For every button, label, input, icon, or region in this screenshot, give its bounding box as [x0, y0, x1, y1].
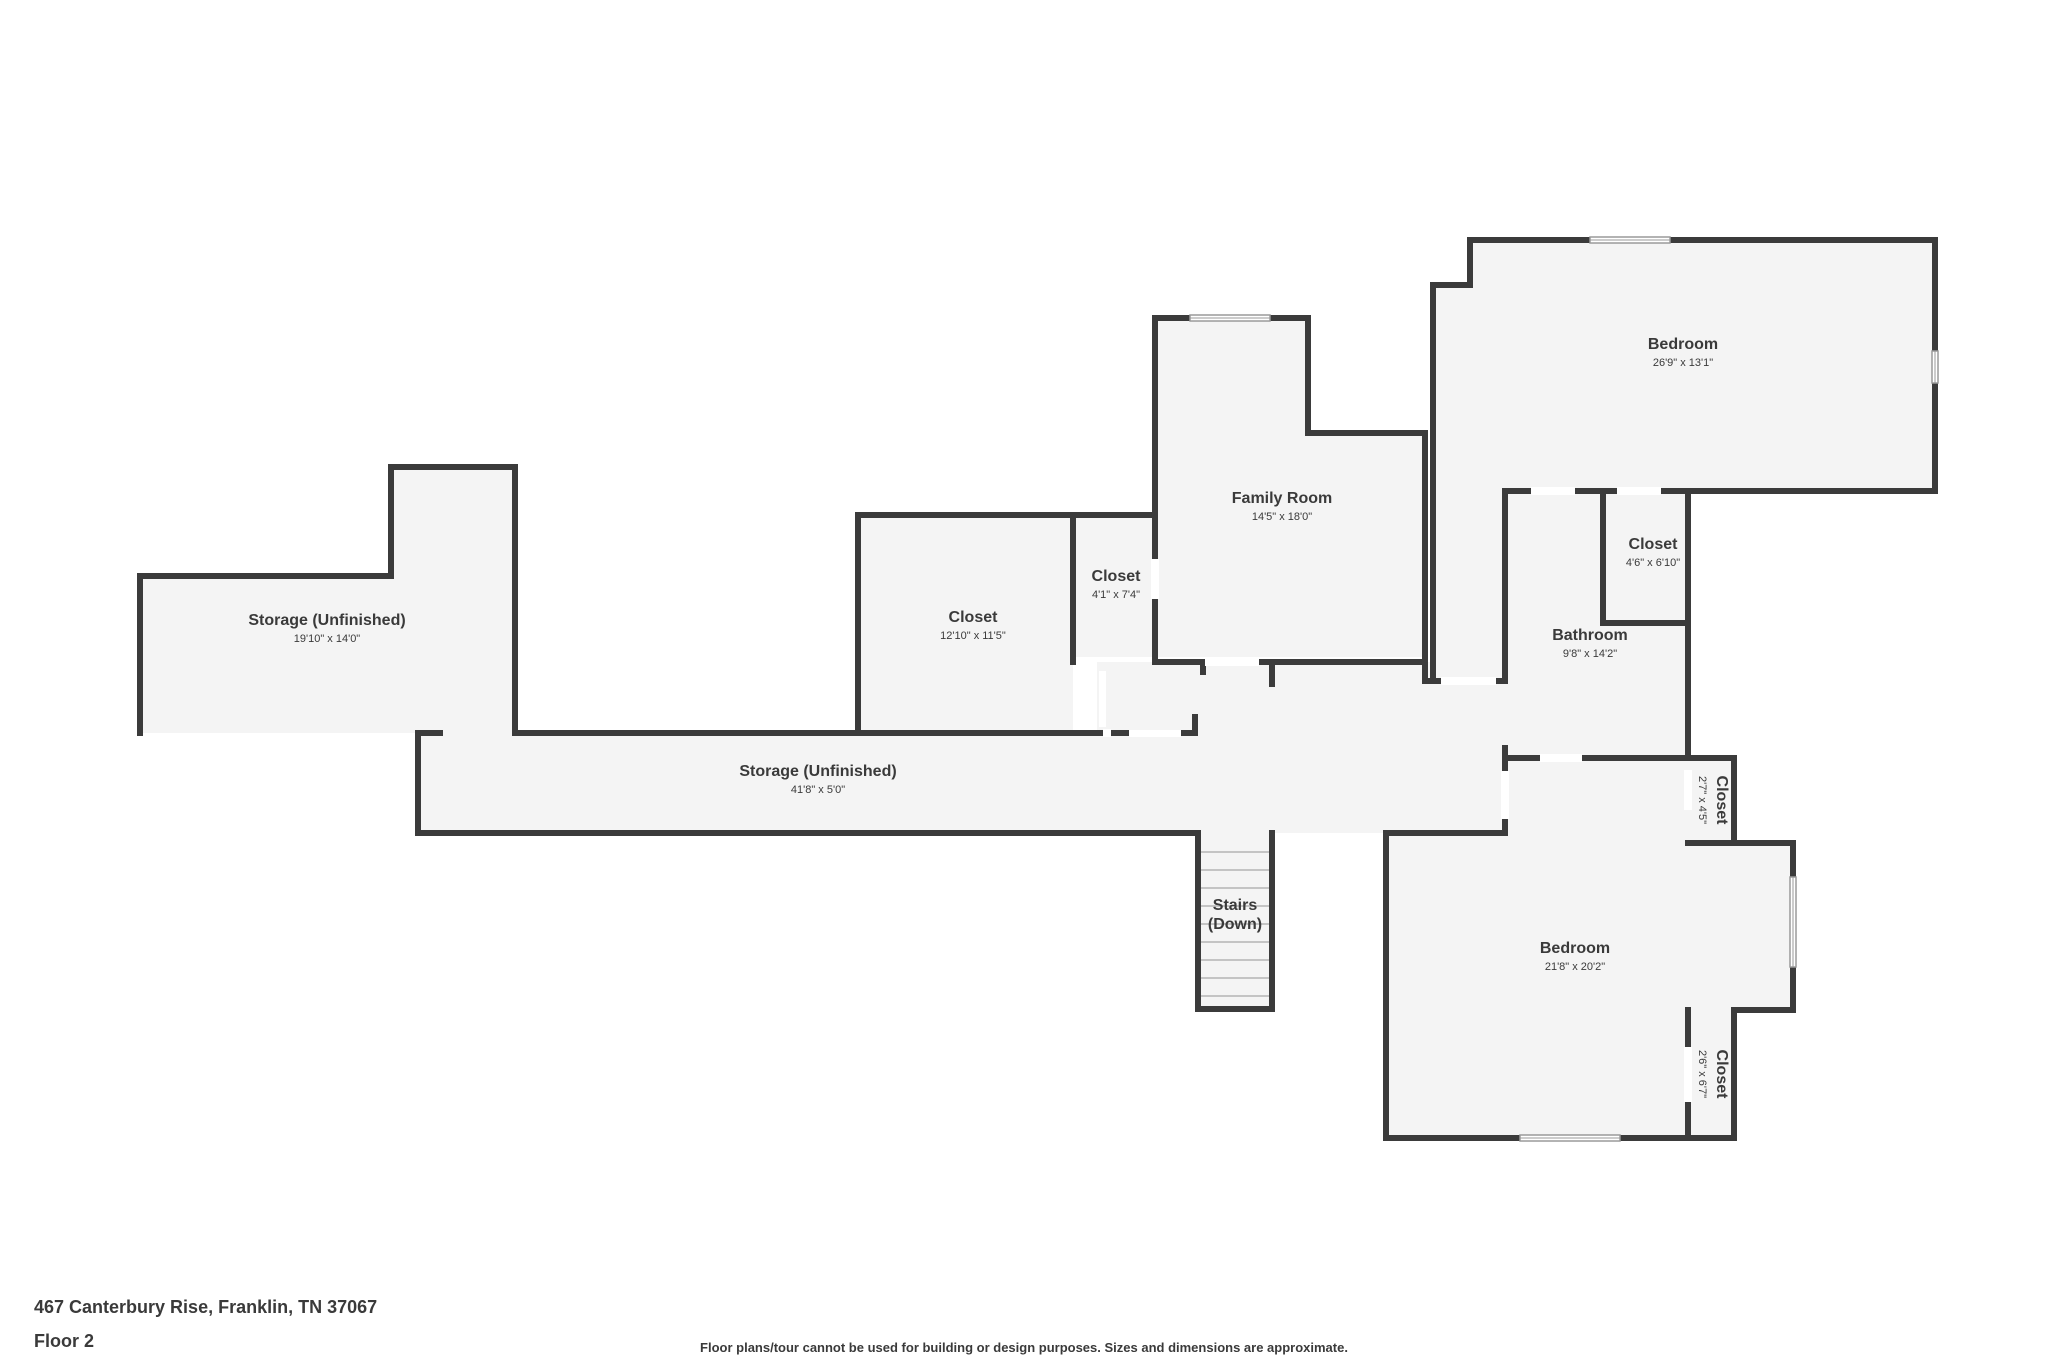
bedroom-bottom-name: Bedroom	[1540, 940, 1610, 957]
closet-large-dims: 12'10" x 11'5"	[940, 630, 1006, 642]
bedroom-top-dims: 26'9" x 13'1"	[1653, 357, 1713, 369]
family-room-name: Family Room	[1232, 490, 1332, 507]
bathroom-name: Bathroom	[1552, 627, 1628, 644]
closet-top-dims: 4'6" x 6'10"	[1626, 557, 1680, 569]
bathroom-dims: 9'8" x 14'2"	[1563, 648, 1617, 660]
closet-top-name: Closet	[1629, 536, 1679, 553]
storage-long-dims: 41'8" x 5'0"	[791, 784, 845, 796]
storage-long-name: Storage (Unfinished)	[739, 763, 896, 780]
closet-small-name: Closet	[1092, 568, 1142, 585]
doors	[1099, 487, 1692, 1102]
bedroom-top-name: Bedroom	[1648, 336, 1718, 353]
windows	[1189, 236, 1939, 1142]
storage-left-name: Storage (Unfinished)	[248, 612, 405, 629]
bedroom-bottom-dims: 21'8" x 20'2"	[1545, 961, 1605, 973]
family-room-dims: 14'5" x 18'0"	[1252, 511, 1312, 523]
closet-side2-name: Closet	[1713, 1050, 1730, 1100]
stairs-label-line2: (Down)	[1208, 916, 1262, 933]
room-fills	[140, 240, 1935, 1138]
stair-treads	[1201, 851, 1269, 997]
closet-side1-dims: 2'7" x 4'5"	[1696, 776, 1708, 824]
room-labels: Storage (Unfinished) 19'10" x 14'0" Stor…	[248, 336, 1730, 1099]
property-address: 467 Canterbury Rise, Franklin, TN 37067	[34, 1297, 378, 1317]
closet-side2-dims: 2'6" x 6'7"	[1696, 1050, 1708, 1098]
storage-left-dims: 19'10" x 14'0"	[294, 633, 361, 645]
disclaimer-text: Floor plans/tour cannot be used for buil…	[700, 1340, 1348, 1355]
floor-label: Floor 2	[34, 1331, 95, 1351]
closet-small-dims: 4'1" x 7'4"	[1092, 589, 1140, 601]
closet-side1-name: Closet	[1713, 776, 1730, 826]
closet-large-name: Closet	[949, 609, 999, 626]
stairs-label-line1: Stairs	[1213, 897, 1258, 914]
